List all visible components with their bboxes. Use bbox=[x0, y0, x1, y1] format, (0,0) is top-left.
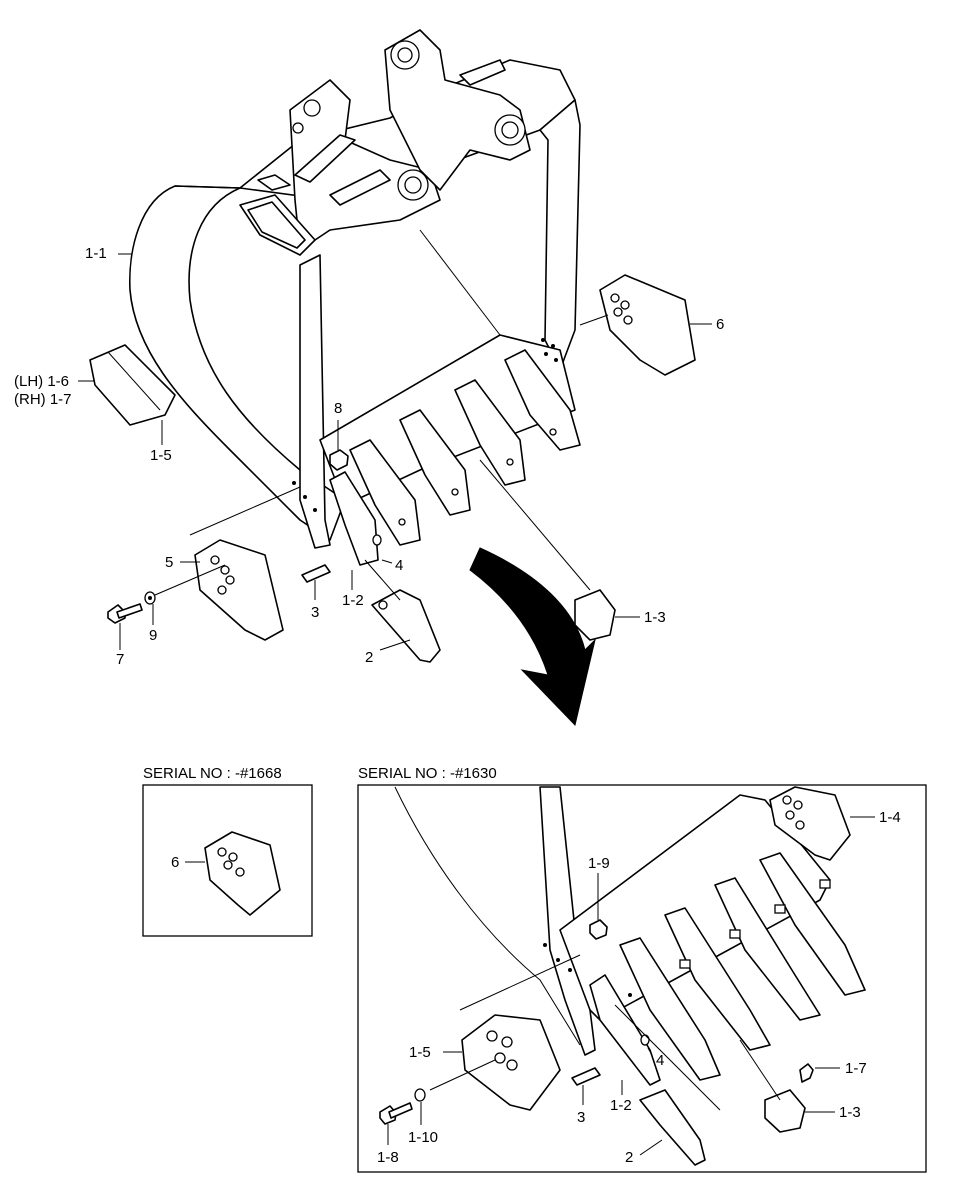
closeup-teeth bbox=[589, 852, 866, 1086]
label-1-9: 1-9 bbox=[588, 855, 610, 872]
side-cutter-closeup-right bbox=[769, 786, 851, 861]
label-1-1: 1-1 bbox=[85, 245, 107, 262]
direction-arrow bbox=[469, 547, 596, 727]
label-1-2-bottom: 1-2 bbox=[610, 1097, 632, 1114]
left-panel-frame bbox=[142, 784, 313, 937]
pin-top bbox=[301, 564, 331, 583]
bucket-closeup bbox=[394, 786, 831, 1056]
label-2-top: 2 bbox=[365, 649, 373, 666]
nut-top bbox=[329, 449, 349, 471]
label-6-top: 6 bbox=[716, 316, 724, 333]
bucket-body bbox=[128, 29, 581, 549]
label-1-4: 1-4 bbox=[879, 809, 901, 826]
bucket-teeth bbox=[329, 349, 581, 566]
tooth-cap-top bbox=[574, 589, 616, 641]
label-1-3-top: 1-3 bbox=[644, 609, 666, 626]
label-1-2-top: 1-2 bbox=[342, 592, 364, 609]
closeup-small-parts bbox=[379, 919, 814, 1166]
side-cutter-top bbox=[599, 274, 696, 376]
label-4-bottom: 4 bbox=[656, 1052, 664, 1069]
label-1-3-bottom: 1-3 bbox=[839, 1104, 861, 1121]
label-1-7-bottom: 1-7 bbox=[845, 1060, 867, 1077]
label-3-bottom: 3 bbox=[577, 1109, 585, 1126]
label-lh-1-6: (LH) 1-6 bbox=[14, 373, 69, 390]
label-1-5-top: 1-5 bbox=[150, 447, 172, 464]
left-panel-title: SERIAL NO : -#1668 bbox=[143, 765, 282, 782]
label-rh-1-7: (RH) 1-7 bbox=[14, 391, 72, 408]
label-1-8: 1-8 bbox=[377, 1149, 399, 1166]
label-5-top: 5 bbox=[165, 554, 173, 571]
label-3-top: 3 bbox=[311, 604, 319, 621]
label-2-bottom: 2 bbox=[625, 1149, 633, 1166]
side-cutter-left bbox=[194, 539, 284, 641]
label-6-inset: 6 bbox=[171, 854, 179, 871]
right-panel-frame bbox=[357, 784, 927, 1173]
bolt-washer-top bbox=[107, 591, 156, 624]
tooth-top bbox=[371, 589, 441, 663]
right-panel-title: SERIAL NO : -#1630 bbox=[358, 765, 497, 782]
label-8: 8 bbox=[334, 400, 342, 417]
wear-strips bbox=[89, 344, 176, 426]
label-4-top: 4 bbox=[395, 557, 403, 574]
label-1-10: 1-10 bbox=[408, 1129, 438, 1146]
washer-top bbox=[372, 534, 382, 546]
label-7: 7 bbox=[116, 651, 124, 668]
label-9: 9 bbox=[149, 627, 157, 644]
label-1-5-bottom: 1-5 bbox=[409, 1044, 431, 1061]
side-cutter-inset bbox=[204, 831, 281, 916]
side-cutter-closeup-left bbox=[461, 1014, 561, 1111]
